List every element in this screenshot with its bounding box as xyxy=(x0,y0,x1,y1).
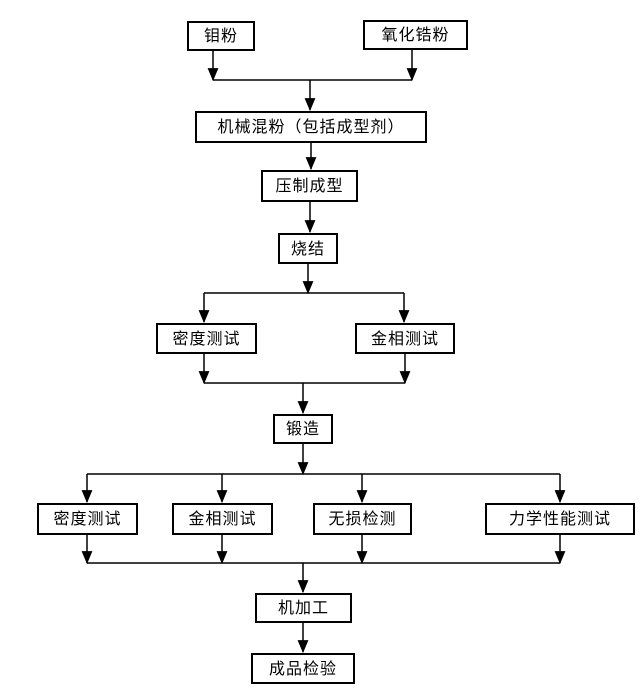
node-mechanical-test: 力学性能测试 xyxy=(485,503,635,535)
node-forging: 锻造 xyxy=(273,414,333,444)
node-ndt: 无损检测 xyxy=(313,503,412,535)
node-density-test-2: 密度测试 xyxy=(37,503,138,535)
node-density-test-1: 密度测试 xyxy=(156,323,257,354)
node-pressing: 压制成型 xyxy=(261,170,358,202)
node-mo-powder: 钼粉 xyxy=(187,21,255,51)
node-metallographic-test-2: 金相测试 xyxy=(172,503,273,535)
node-metallographic-test-1: 金相测试 xyxy=(355,323,455,354)
node-mixing: 机械混粉（包括成型剂） xyxy=(195,111,427,143)
node-machining: 机加工 xyxy=(255,593,352,623)
node-zirconia-powder: 氧化锆粉 xyxy=(363,20,468,50)
node-final-inspection: 成品检验 xyxy=(251,653,355,684)
node-sintering: 烧结 xyxy=(278,233,338,264)
